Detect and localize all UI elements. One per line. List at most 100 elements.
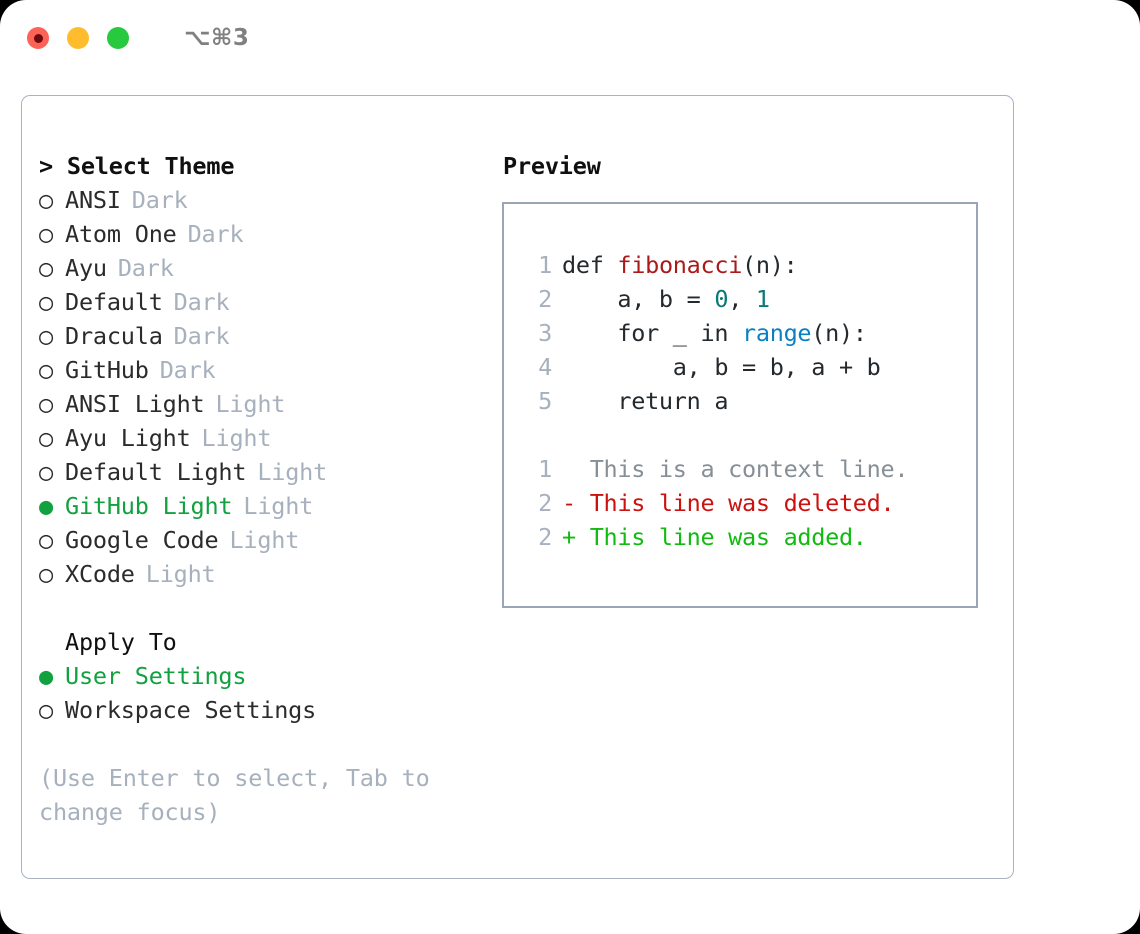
diff-line-del: 2 - This line was deleted.	[524, 486, 976, 520]
diff-sample: 1 This is a context line. 2 - This line wa…	[524, 452, 976, 554]
radio-unselected-icon[interactable]: ○	[39, 696, 53, 724]
theme-option-dracula[interactable]: ○ Dracula Dark	[39, 319, 502, 353]
theme-option-category: Light	[215, 390, 286, 418]
line-number: 4	[538, 353, 552, 381]
minimize-window-button[interactable]	[67, 27, 89, 49]
code-line: 2 a, b = 0, 1	[524, 282, 976, 316]
code-line: 5 return a	[524, 384, 976, 418]
diff-line-ctx: 1 This is a context line.	[524, 452, 976, 486]
code-line-text: a, b = 0, 1	[552, 282, 770, 316]
theme-option-label: Google Code	[65, 526, 219, 554]
line-number: 2	[538, 489, 552, 517]
code-token-plain: def	[562, 251, 618, 279]
apply-to-option-label: User Settings	[65, 662, 247, 690]
maximize-window-button[interactable]	[107, 27, 129, 49]
theme-option-atom-one[interactable]: ○ Atom One Dark	[39, 217, 502, 251]
theme-option-xcode[interactable]: ○ XCode Light	[39, 557, 502, 591]
code-line-text: a, b = b, a + b	[552, 350, 881, 384]
radio-unselected-icon[interactable]: ○	[39, 186, 53, 214]
radio-selected-icon[interactable]: ●	[39, 662, 53, 690]
theme-option-category: Dark	[187, 220, 244, 248]
apply-to-option-label: Workspace Settings	[65, 696, 317, 724]
code-line-text: return a	[552, 384, 728, 418]
keyboard-shortcut-label: ⌥⌘3	[184, 25, 250, 51]
code-line-text: for _ in range(n):	[552, 316, 867, 350]
theme-option-label: Ayu	[65, 254, 107, 282]
theme-option-label: Default	[65, 288, 163, 316]
theme-option-label: GitHub Light	[65, 492, 233, 520]
radio-unselected-icon[interactable]: ○	[39, 220, 53, 248]
theme-option-ayu-light[interactable]: ○ Ayu Light Light	[39, 421, 502, 455]
diff-line-text: - This line was deleted.	[562, 489, 895, 517]
radio-unselected-icon[interactable]: ○	[39, 560, 53, 588]
theme-option-category: Light	[243, 492, 314, 520]
code-line: 4 a, b = b, a + b	[524, 350, 976, 384]
code-token-num: 1	[755, 285, 770, 313]
theme-option-category: Dark	[117, 254, 174, 282]
theme-option-label: ANSI	[65, 186, 121, 214]
radio-selected-icon[interactable]: ●	[39, 492, 53, 520]
apply-to-heading: Apply To	[65, 628, 177, 656]
line-number: 1	[538, 251, 552, 279]
theme-option-category: Dark	[131, 186, 188, 214]
code-token-plain: (n):	[811, 319, 867, 347]
title-bar: ⌥⌘3	[0, 0, 1140, 76]
code-line: 3 for _ in range(n):	[524, 316, 976, 350]
theme-option-ayu[interactable]: ○ Ayu Dark	[39, 251, 502, 285]
apply-to-option-user-settings[interactable]: ● User Settings	[39, 659, 502, 693]
theme-option-github-light[interactable]: ● GitHub Light Light	[39, 489, 502, 523]
theme-option-default[interactable]: ○ Default Dark	[39, 285, 502, 319]
radio-unselected-icon[interactable]: ○	[39, 526, 53, 554]
code-token-fn: fibonacci	[617, 251, 743, 279]
line-number: 3	[538, 319, 552, 347]
theme-option-label: Dracula	[65, 322, 163, 350]
radio-unselected-icon[interactable]: ○	[39, 390, 53, 418]
line-number: 2	[538, 285, 552, 313]
spacer	[39, 591, 502, 625]
theme-option-label: Atom One	[65, 220, 177, 248]
traffic-lights	[27, 27, 129, 49]
code-token-kw: range	[742, 319, 812, 347]
code-token-plain: a, b = b, a + b	[562, 353, 881, 381]
radio-unselected-icon[interactable]: ○	[39, 356, 53, 384]
theme-option-label: Ayu Light	[65, 424, 191, 452]
radio-unselected-icon[interactable]: ○	[39, 458, 53, 486]
radio-unselected-icon[interactable]: ○	[39, 322, 53, 350]
theme-option-category: Light	[257, 458, 328, 486]
theme-option-category: Dark	[173, 322, 230, 350]
code-token-plain: ,	[728, 285, 756, 313]
radio-unselected-icon[interactable]: ○	[39, 254, 53, 282]
code-token-plain: return a	[562, 387, 729, 415]
close-window-button[interactable]	[27, 27, 49, 49]
theme-option-category: Dark	[173, 288, 230, 316]
theme-option-ansi[interactable]: ○ ANSI Dark	[39, 183, 502, 217]
line-number: 2	[538, 523, 552, 551]
theme-option-default-light[interactable]: ○ Default Light Light	[39, 455, 502, 489]
keyboard-hint-text: (Use Enter to select, Tab to change focu…	[39, 764, 430, 826]
apply-to-list[interactable]: ● User Settings ○ Workspace Settings	[39, 659, 502, 727]
diff-line-add: 2+ This line was added.	[524, 520, 976, 554]
code-token-plain: for _ in	[562, 319, 743, 347]
radio-unselected-icon[interactable]: ○	[39, 288, 53, 316]
select-theme-heading: > Select Theme	[39, 152, 235, 180]
code-token-num: 0	[714, 285, 729, 313]
theme-option-category: Dark	[159, 356, 216, 384]
theme-option-label: Default Light	[65, 458, 247, 486]
apply-to-option-workspace-settings[interactable]: ○ Workspace Settings	[39, 693, 502, 727]
code-spacer	[524, 418, 976, 452]
theme-option-category: Light	[145, 560, 216, 588]
theme-option-label: XCode	[65, 560, 135, 588]
theme-option-category: Light	[201, 424, 272, 452]
radio-unselected-icon[interactable]: ○	[39, 424, 53, 452]
code-token-plain: a, b =	[562, 285, 715, 313]
